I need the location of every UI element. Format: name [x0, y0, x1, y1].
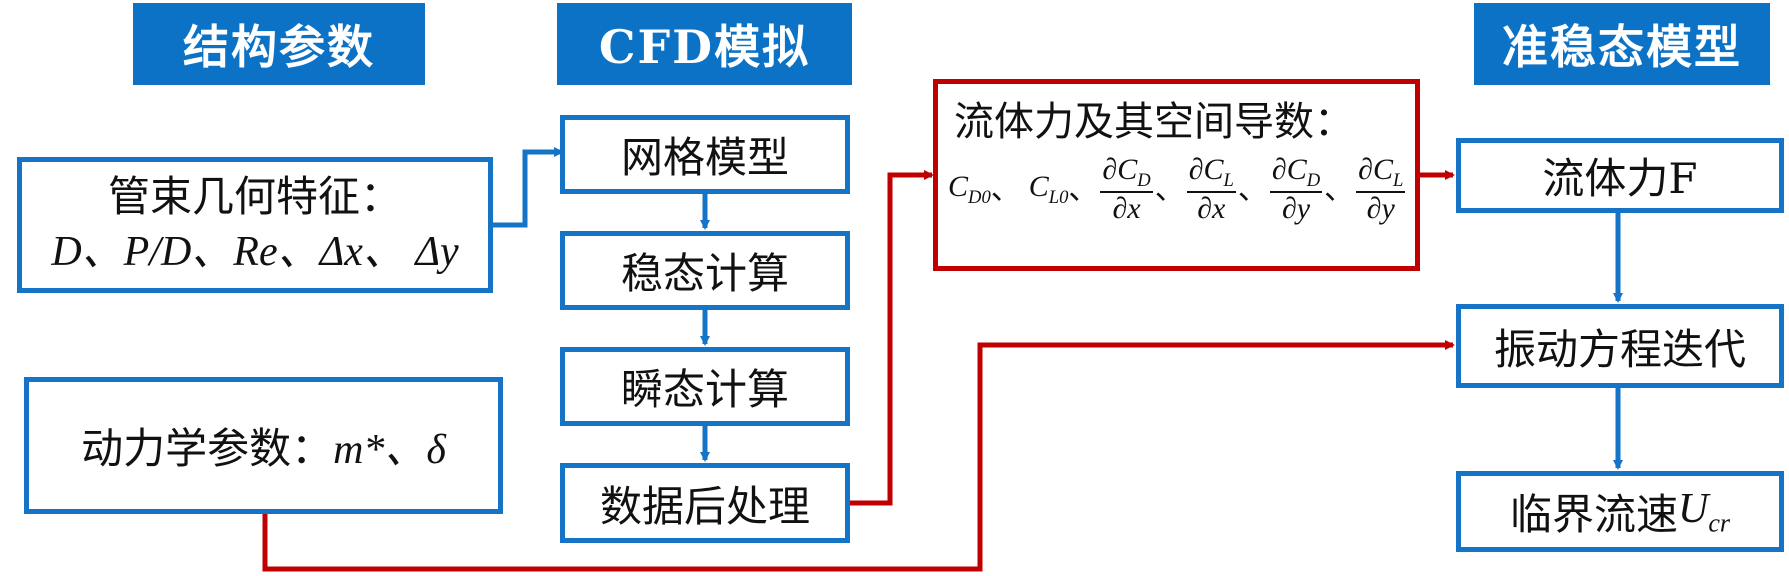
fluid-box-formula: CD0 、 CL0 、 ∂CD∂x 、 ∂CL∂x 、 ∂CD∂y 、 ∂CL∂… — [948, 154, 1407, 224]
cd0-symbol: CD0 — [948, 170, 991, 209]
separator: 、 — [1154, 171, 1185, 207]
geometry-features-box: 管束几何特征： D、P/D、Re、Δx、 Δy — [17, 157, 493, 293]
dynamics-params-box: 动力学参数： m*、δ — [24, 377, 503, 514]
separator: 、 — [1324, 171, 1355, 207]
deriv-cd-dx: ∂CD∂x — [1100, 153, 1153, 225]
dynamics-label: 动力学参数： — [81, 424, 334, 473]
deriv-cd-dy: ∂CD∂y — [1269, 153, 1323, 225]
header-cfd-simulation: CFD模拟 — [557, 3, 852, 85]
separator: 、 — [990, 171, 1021, 207]
critical-symbol: Ucr — [1677, 485, 1731, 538]
geometry-title: 管束几何特征： — [107, 172, 402, 222]
fluid-box-title: 流体力及其空间导数： — [954, 99, 1354, 145]
header-structure-params: 结构参数 — [133, 3, 425, 85]
deriv-cl-dy: ∂CL∂y — [1356, 153, 1406, 225]
cfd-step-transient: 瞬态计算 — [560, 347, 850, 426]
cl0-symbol: CL0 — [1028, 170, 1069, 209]
separator: 、 — [1068, 171, 1099, 207]
deriv-cl-dx: ∂CL∂x — [1186, 153, 1236, 225]
separator: 、 — [1237, 171, 1268, 207]
arrow-dynamics-to-iteration — [262, 340, 1455, 572]
vibration-iteration-box: 振动方程迭代 — [1456, 304, 1784, 388]
critical-velocity-box: 临界流速 Ucr — [1456, 471, 1784, 552]
dynamics-symbols: m*、δ — [333, 427, 446, 473]
cfd-step-mesh: 网格模型 — [560, 115, 850, 194]
cfd-step-steady: 稳态计算 — [560, 231, 850, 310]
geometry-symbols: D、P/D、Re、Δx、 Δy — [51, 229, 459, 275]
arrow-geometry-to-mesh — [493, 147, 564, 228]
arrow-post-to-fluid — [848, 170, 934, 506]
header-quasi-steady-model: 准稳态模型 — [1474, 3, 1770, 85]
critical-label: 临界流速 — [1509, 490, 1678, 539]
fluid-force-f-box: 流体力F — [1456, 138, 1784, 213]
fluid-force-derivatives-box: 流体力及其空间导数： CD0 、 CL0 、 ∂CD∂x 、 ∂CL∂x 、 ∂… — [933, 79, 1420, 271]
cfd-step-postprocess: 数据后处理 — [560, 463, 850, 543]
